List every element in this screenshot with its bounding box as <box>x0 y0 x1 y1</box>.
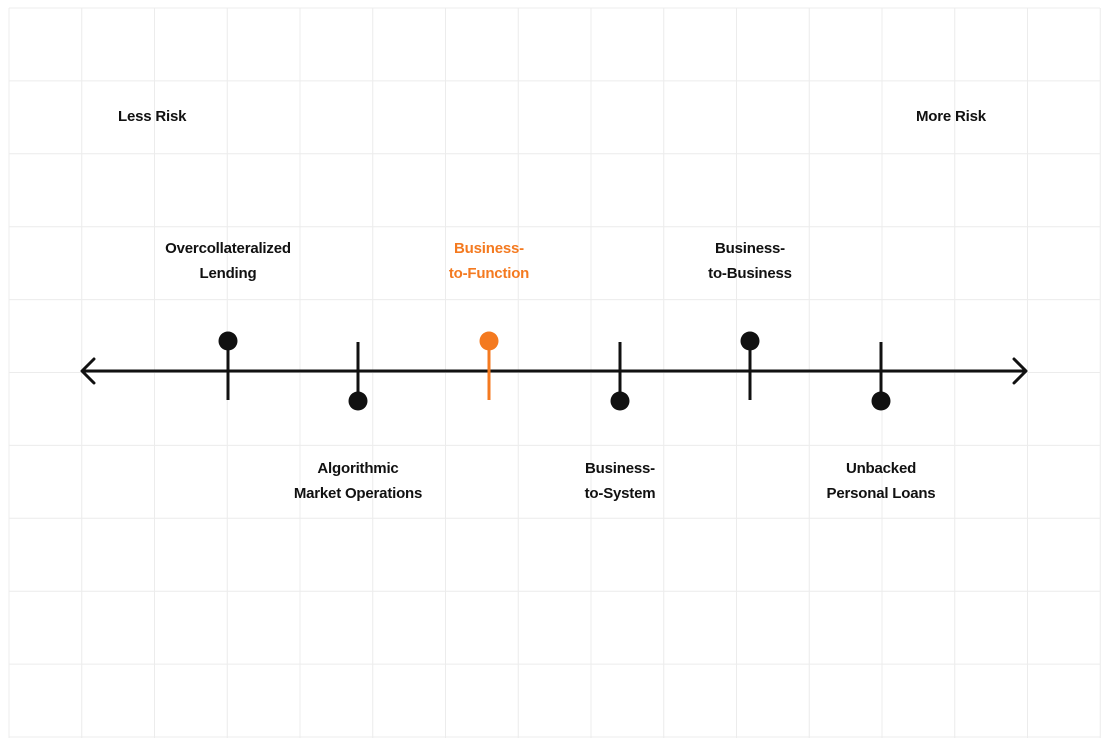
more-risk-label: More Risk <box>916 108 986 125</box>
marker-dot <box>479 331 499 351</box>
spectrum-item-label-line2: Lending <box>199 265 257 282</box>
marker-dot <box>871 391 891 411</box>
spectrum-item-label: Business-to-System <box>585 456 656 506</box>
spectrum-item-label-line1: Algorithmic <box>317 460 399 477</box>
spectrum-item-label: Business-to-Function <box>449 236 529 286</box>
spectrum-item-label-line2: to-Function <box>448 265 530 282</box>
spectrum-item-label-line2: Personal Loans <box>826 485 936 502</box>
left-arrow-head <box>80 357 96 385</box>
spectrum-item-label: Business-to-Business <box>708 236 792 286</box>
spectrum-item-label-line1: Business- <box>585 460 655 477</box>
spectrum-item-label-line1: Overcollateralized <box>165 240 291 257</box>
spectrum-item-label-line2: Market Operations <box>293 485 423 502</box>
right-arrow-head <box>1012 357 1028 385</box>
spectrum-item-label-line1: Business- <box>715 240 785 257</box>
less-risk-label: Less Risk <box>118 108 187 125</box>
spectrum-item-label-line2: to-System <box>584 485 656 502</box>
spectrum-item-label-line2: to-Business <box>708 265 792 282</box>
marker-dot <box>218 331 238 351</box>
marker-dot <box>740 331 760 351</box>
spectrum-item-label-line1: Unbacked <box>845 460 917 477</box>
marker-dot <box>348 391 368 411</box>
spectrum-item-label-line1: Business- <box>454 240 524 257</box>
marker-dot <box>610 391 630 411</box>
